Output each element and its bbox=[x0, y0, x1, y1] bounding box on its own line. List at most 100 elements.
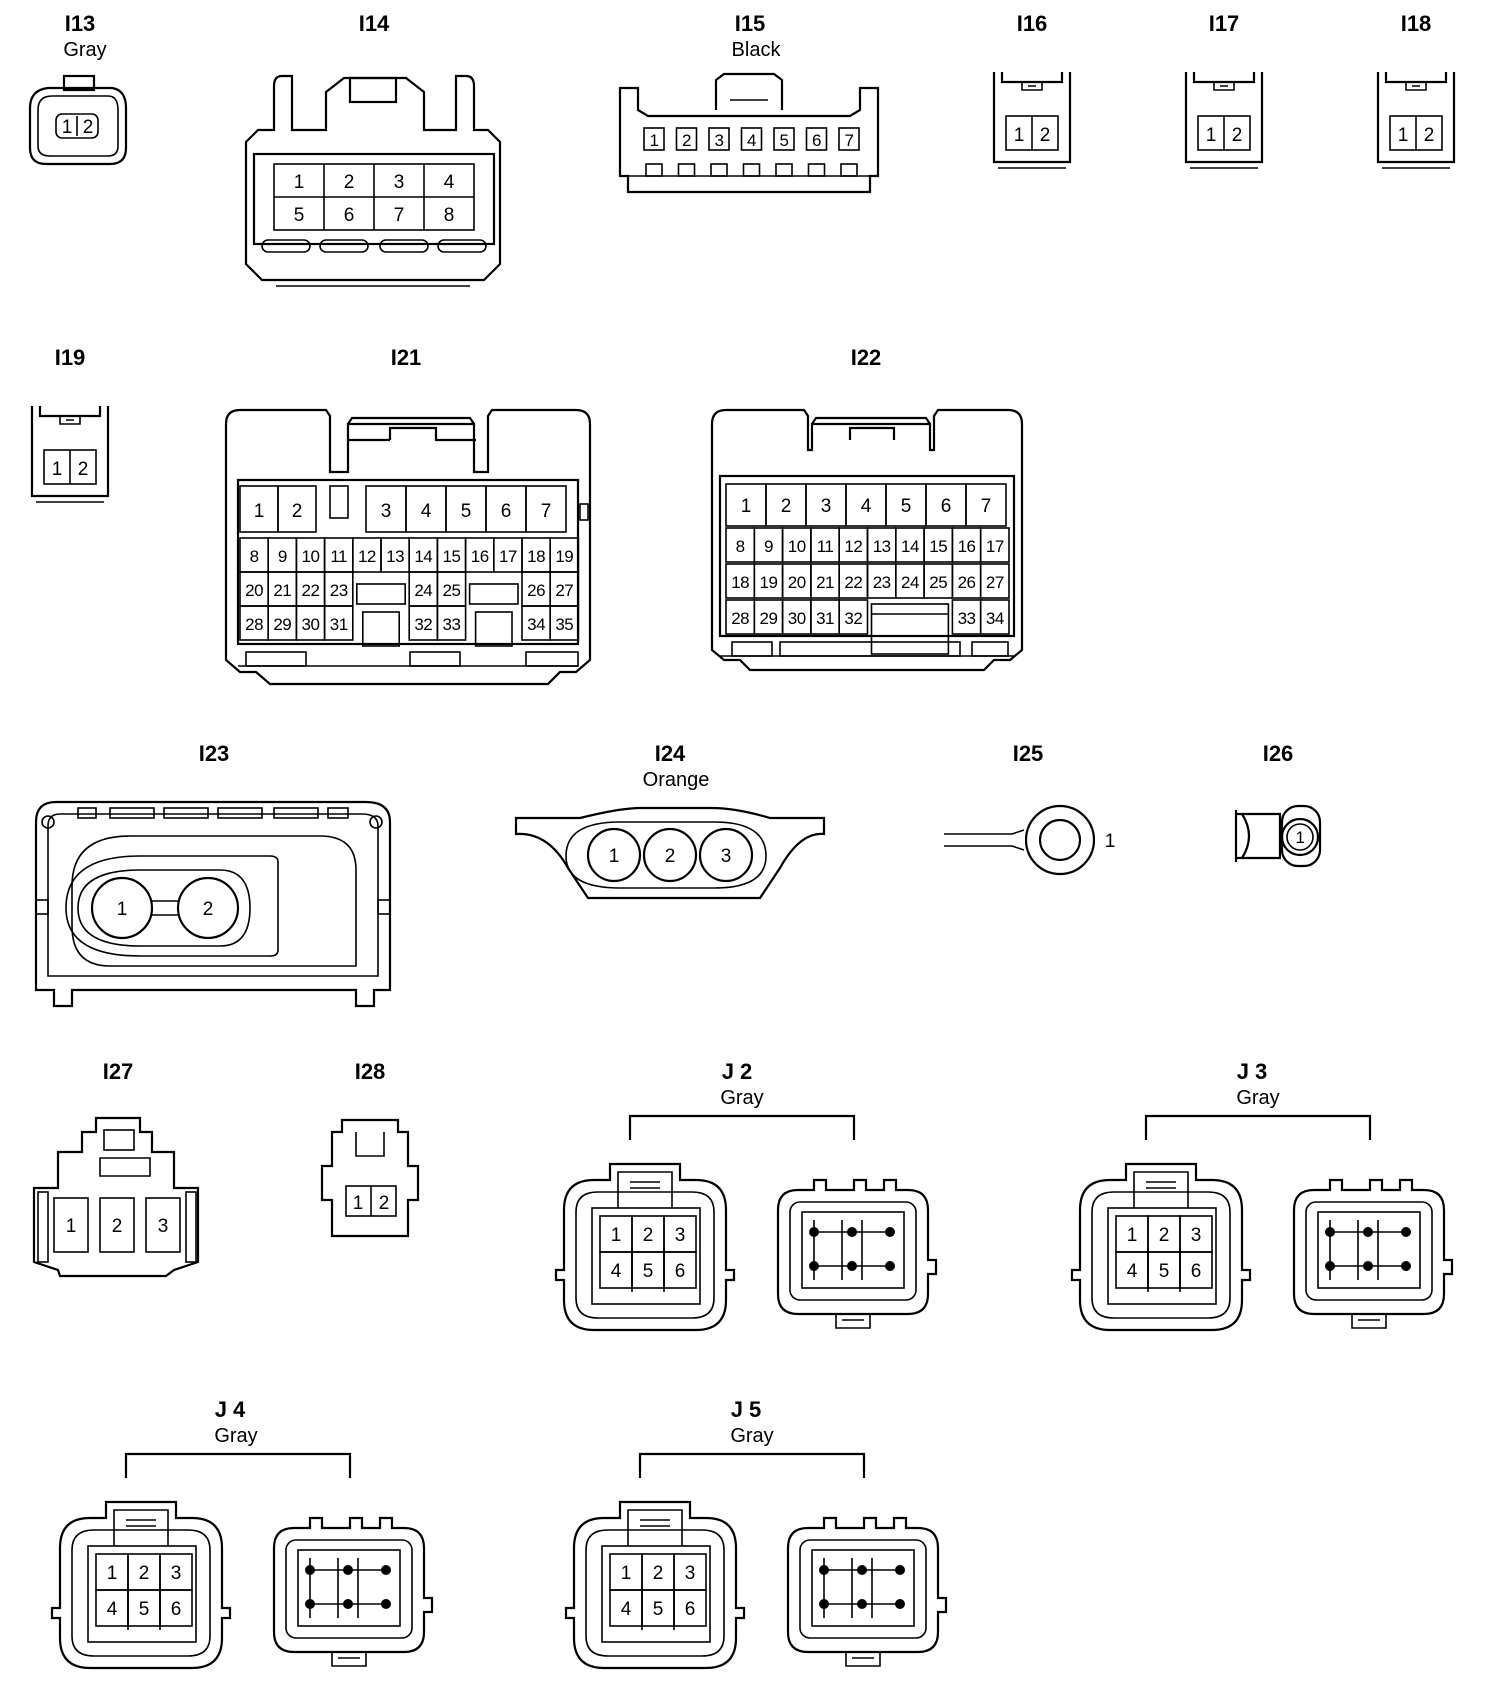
terminal-slot bbox=[645, 163, 663, 177]
pin-label: 20 bbox=[245, 581, 263, 600]
pin-label: 33 bbox=[443, 615, 461, 634]
female-housing-inner bbox=[1091, 1191, 1231, 1319]
pin-label: 4 bbox=[1127, 1261, 1138, 1282]
connector-color: Gray bbox=[214, 1425, 257, 1447]
connector-code: I18 bbox=[1401, 11, 1432, 36]
pin-label: 28 bbox=[245, 615, 263, 634]
connector-code: I19 bbox=[55, 345, 86, 370]
pin-label: 4 bbox=[107, 1599, 118, 1620]
key bbox=[870, 603, 950, 655]
pin-label: 25 bbox=[929, 573, 947, 592]
terminal-dot bbox=[895, 1565, 905, 1575]
pair-bracket bbox=[638, 1452, 866, 1478]
pair-bracket bbox=[124, 1452, 352, 1478]
pin-label: 2 bbox=[1159, 1225, 1170, 1246]
pin-label: 4 bbox=[611, 1261, 622, 1282]
pin-cell bbox=[99, 1197, 135, 1253]
connector-i18: I18 1 2 bbox=[1376, 11, 1456, 169]
terminal-slot bbox=[710, 163, 728, 177]
pin-frame bbox=[1317, 1211, 1421, 1289]
connector-code: I15 bbox=[735, 11, 766, 36]
side-rib bbox=[185, 1191, 197, 1263]
pin-label: 5 bbox=[139, 1599, 150, 1620]
pin-label: 6 bbox=[941, 496, 952, 517]
connector-i13: I13 Gray 1 2 bbox=[28, 11, 128, 166]
connector-i26: I26 1 bbox=[1234, 741, 1322, 868]
wire bbox=[944, 829, 1025, 851]
latch bbox=[103, 1129, 135, 1151]
connector-housing bbox=[224, 408, 592, 686]
pin-label: 22 bbox=[844, 573, 862, 592]
pin-label: 29 bbox=[759, 609, 777, 628]
latch-window bbox=[99, 1157, 151, 1177]
terminal-dot bbox=[1401, 1227, 1411, 1237]
pin-label: 8 bbox=[444, 205, 455, 226]
connector-i27: I27 1 2 3 bbox=[32, 1059, 200, 1278]
pin-label: 34 bbox=[986, 609, 1004, 628]
pin-cell bbox=[549, 605, 580, 641]
pin-label: 2 bbox=[379, 1193, 390, 1214]
pin-label: 11 bbox=[817, 537, 834, 556]
pin-label: 18 bbox=[731, 573, 749, 592]
pin-label: 1 bbox=[1105, 831, 1116, 852]
pin-label: 1 bbox=[1127, 1225, 1138, 1246]
pin-label: 2 bbox=[344, 172, 355, 193]
key bbox=[361, 611, 400, 647]
pin-label: 5 bbox=[461, 501, 472, 522]
pair-bracket bbox=[628, 1114, 856, 1140]
pin-cell bbox=[525, 485, 567, 533]
pin-label: 9 bbox=[278, 547, 287, 566]
latch bbox=[347, 416, 476, 442]
pin-label: 3 bbox=[715, 131, 724, 150]
bottom-lock bbox=[845, 1652, 881, 1667]
pin-label: 13 bbox=[386, 547, 404, 566]
pin-label: 27 bbox=[986, 573, 1004, 592]
pin-label: 12 bbox=[358, 547, 376, 566]
female-housing-inner bbox=[71, 1529, 211, 1657]
female-housing bbox=[554, 1162, 736, 1332]
male-housing-inner bbox=[1305, 1201, 1433, 1301]
key bbox=[474, 611, 513, 647]
pin-label: 21 bbox=[816, 573, 834, 592]
key bbox=[329, 485, 349, 519]
pin-label: 1 bbox=[62, 117, 73, 138]
pin-cell bbox=[838, 127, 860, 151]
key bbox=[355, 583, 406, 605]
pin-label: 3 bbox=[1191, 1225, 1202, 1246]
pin-label: 26 bbox=[958, 573, 976, 592]
slot bbox=[437, 239, 487, 253]
pin-label: 6 bbox=[171, 1599, 182, 1620]
terminal-dot bbox=[343, 1599, 353, 1609]
female-housing-inner bbox=[575, 1191, 715, 1319]
pin-label: 3 bbox=[675, 1225, 686, 1246]
pin-label: 3 bbox=[394, 172, 405, 193]
latch bbox=[348, 76, 398, 104]
slot bbox=[971, 641, 1009, 657]
pin-label: 1 bbox=[1398, 125, 1409, 146]
connector-code: J 4 bbox=[215, 1397, 246, 1422]
pin-label: 5 bbox=[643, 1261, 654, 1282]
pin-label: 1 bbox=[611, 1225, 622, 1246]
terminal-dot bbox=[819, 1599, 829, 1609]
pin-label: 2 bbox=[781, 496, 792, 517]
pin-cavity bbox=[565, 821, 767, 889]
connector-code: I23 bbox=[199, 741, 230, 766]
pin-label: 2 bbox=[78, 459, 89, 480]
male-housing-inner bbox=[789, 1201, 917, 1301]
pin-frame bbox=[1107, 1207, 1217, 1305]
terminal-dot bbox=[847, 1227, 857, 1237]
pin-label: 3 bbox=[721, 846, 732, 867]
latch bbox=[355, 1132, 385, 1157]
pin-label: 33 bbox=[958, 609, 976, 628]
pin-label: 26 bbox=[527, 581, 545, 600]
slot bbox=[261, 239, 311, 253]
vent-slot bbox=[217, 807, 263, 819]
pin-label: 7 bbox=[541, 501, 552, 522]
terminal-dot bbox=[381, 1565, 391, 1575]
terminal-dot bbox=[885, 1227, 895, 1237]
